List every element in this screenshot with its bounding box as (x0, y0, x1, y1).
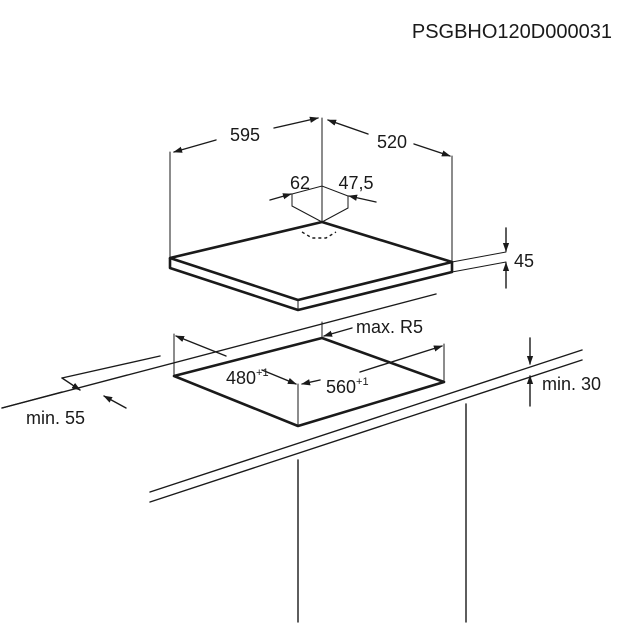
dim-cutout-width-tol: +1 (356, 376, 369, 388)
drawing-code: PSGBHO120D000031 (412, 21, 612, 43)
dim-cutout-depth: 480+1 (175, 335, 297, 388)
dim-cutout-width: 560+1 (301, 345, 443, 397)
dim-offset-left-label: 62 (290, 173, 310, 193)
worktop (1, 293, 583, 503)
gas-connection-mark (301, 231, 337, 239)
dim-width: 595 (173, 116, 319, 153)
cutout (172, 321, 446, 428)
dim-cutout-depth-value: 480 (226, 368, 256, 388)
dim-front-clearance-label: min. 55 (26, 408, 85, 428)
dim-depth-label: 520 (377, 132, 407, 152)
dim-height-label: 45 (514, 251, 534, 271)
hob (168, 185, 454, 312)
dim-offset-right-label: 47,5 (338, 173, 373, 193)
dim-cutout-width-label: 560+1 (326, 376, 369, 397)
dim-width-label: 595 (230, 125, 260, 145)
dim-cutout-depth-tol: +1 (256, 367, 269, 379)
dim-below-clearance-label: min. 30 (542, 374, 601, 394)
dim-depth: 520 (327, 119, 451, 157)
hob-top-plate (168, 220, 454, 302)
dim-front-clearance: min. 55 (26, 377, 127, 428)
dim-below-clearance: min. 30 (526, 337, 601, 407)
dim-cutout-depth-label: 480+1 (226, 367, 269, 388)
dim-height: 45 (502, 227, 534, 289)
dim-gas-offset: 62 47,5 (269, 173, 377, 203)
dim-radius: max. R5 (323, 317, 423, 337)
hob-extension-lines (169, 117, 507, 273)
dim-radius-label: max. R5 (356, 317, 423, 337)
dim-cutout-width-value: 560 (326, 377, 356, 397)
cabinet (297, 403, 467, 623)
hob-edge (168, 258, 454, 312)
